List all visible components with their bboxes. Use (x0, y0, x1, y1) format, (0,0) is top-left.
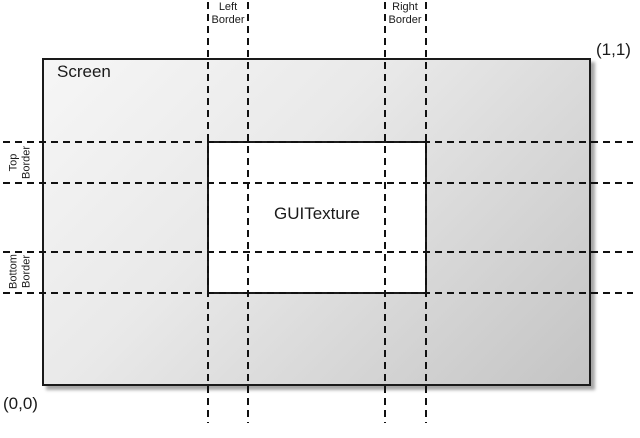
right-border-label: Right Border (388, 1, 422, 26)
bottom-border-line-lower (3, 292, 633, 294)
left-border-line-left (207, 2, 209, 423)
bottom-border-line-upper (3, 251, 633, 253)
guitexture-rect (207, 141, 427, 294)
top-border-line-upper (3, 141, 633, 143)
top-border-label: Top Border (7, 145, 33, 180)
guitexture-label: GUITexture (274, 204, 360, 223)
left-border-label: Left Border (211, 1, 245, 26)
right-border-line-left (384, 2, 386, 423)
top-border-line-lower (3, 182, 633, 184)
right-border-line-right (425, 2, 427, 423)
bottom-border-label: Bottom Border (7, 254, 33, 289)
left-border-line-right (247, 2, 249, 423)
screen-label: Screen (57, 62, 111, 81)
coord-origin-label: (0,0) (3, 394, 38, 413)
coord-top-right-label: (1,1) (596, 40, 631, 59)
